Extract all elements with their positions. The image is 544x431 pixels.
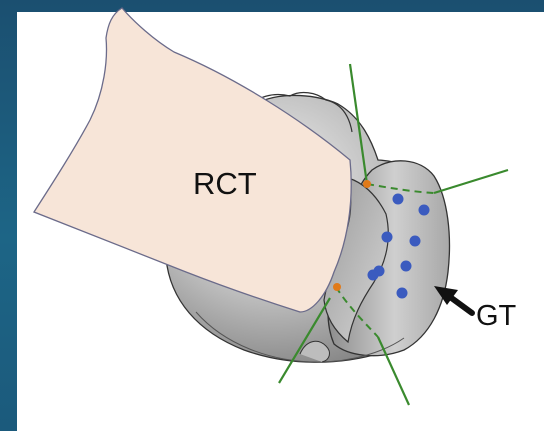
label-gt: GT [476, 302, 516, 331]
anchor-dot [410, 236, 421, 247]
medial-anchor-dot-top [363, 180, 371, 188]
anchor-dot [397, 288, 408, 299]
label-rct: RCT [193, 168, 257, 199]
anchor-dot [393, 194, 404, 205]
medial-anchor-dot-bottom [333, 283, 341, 291]
anchor-dot [401, 261, 412, 272]
anchor-dot [419, 205, 430, 216]
rotator-cuff-tendon [34, 8, 351, 312]
anchor-dot [368, 270, 379, 281]
anchor-dot [382, 232, 393, 243]
suture-line-right [434, 170, 508, 193]
